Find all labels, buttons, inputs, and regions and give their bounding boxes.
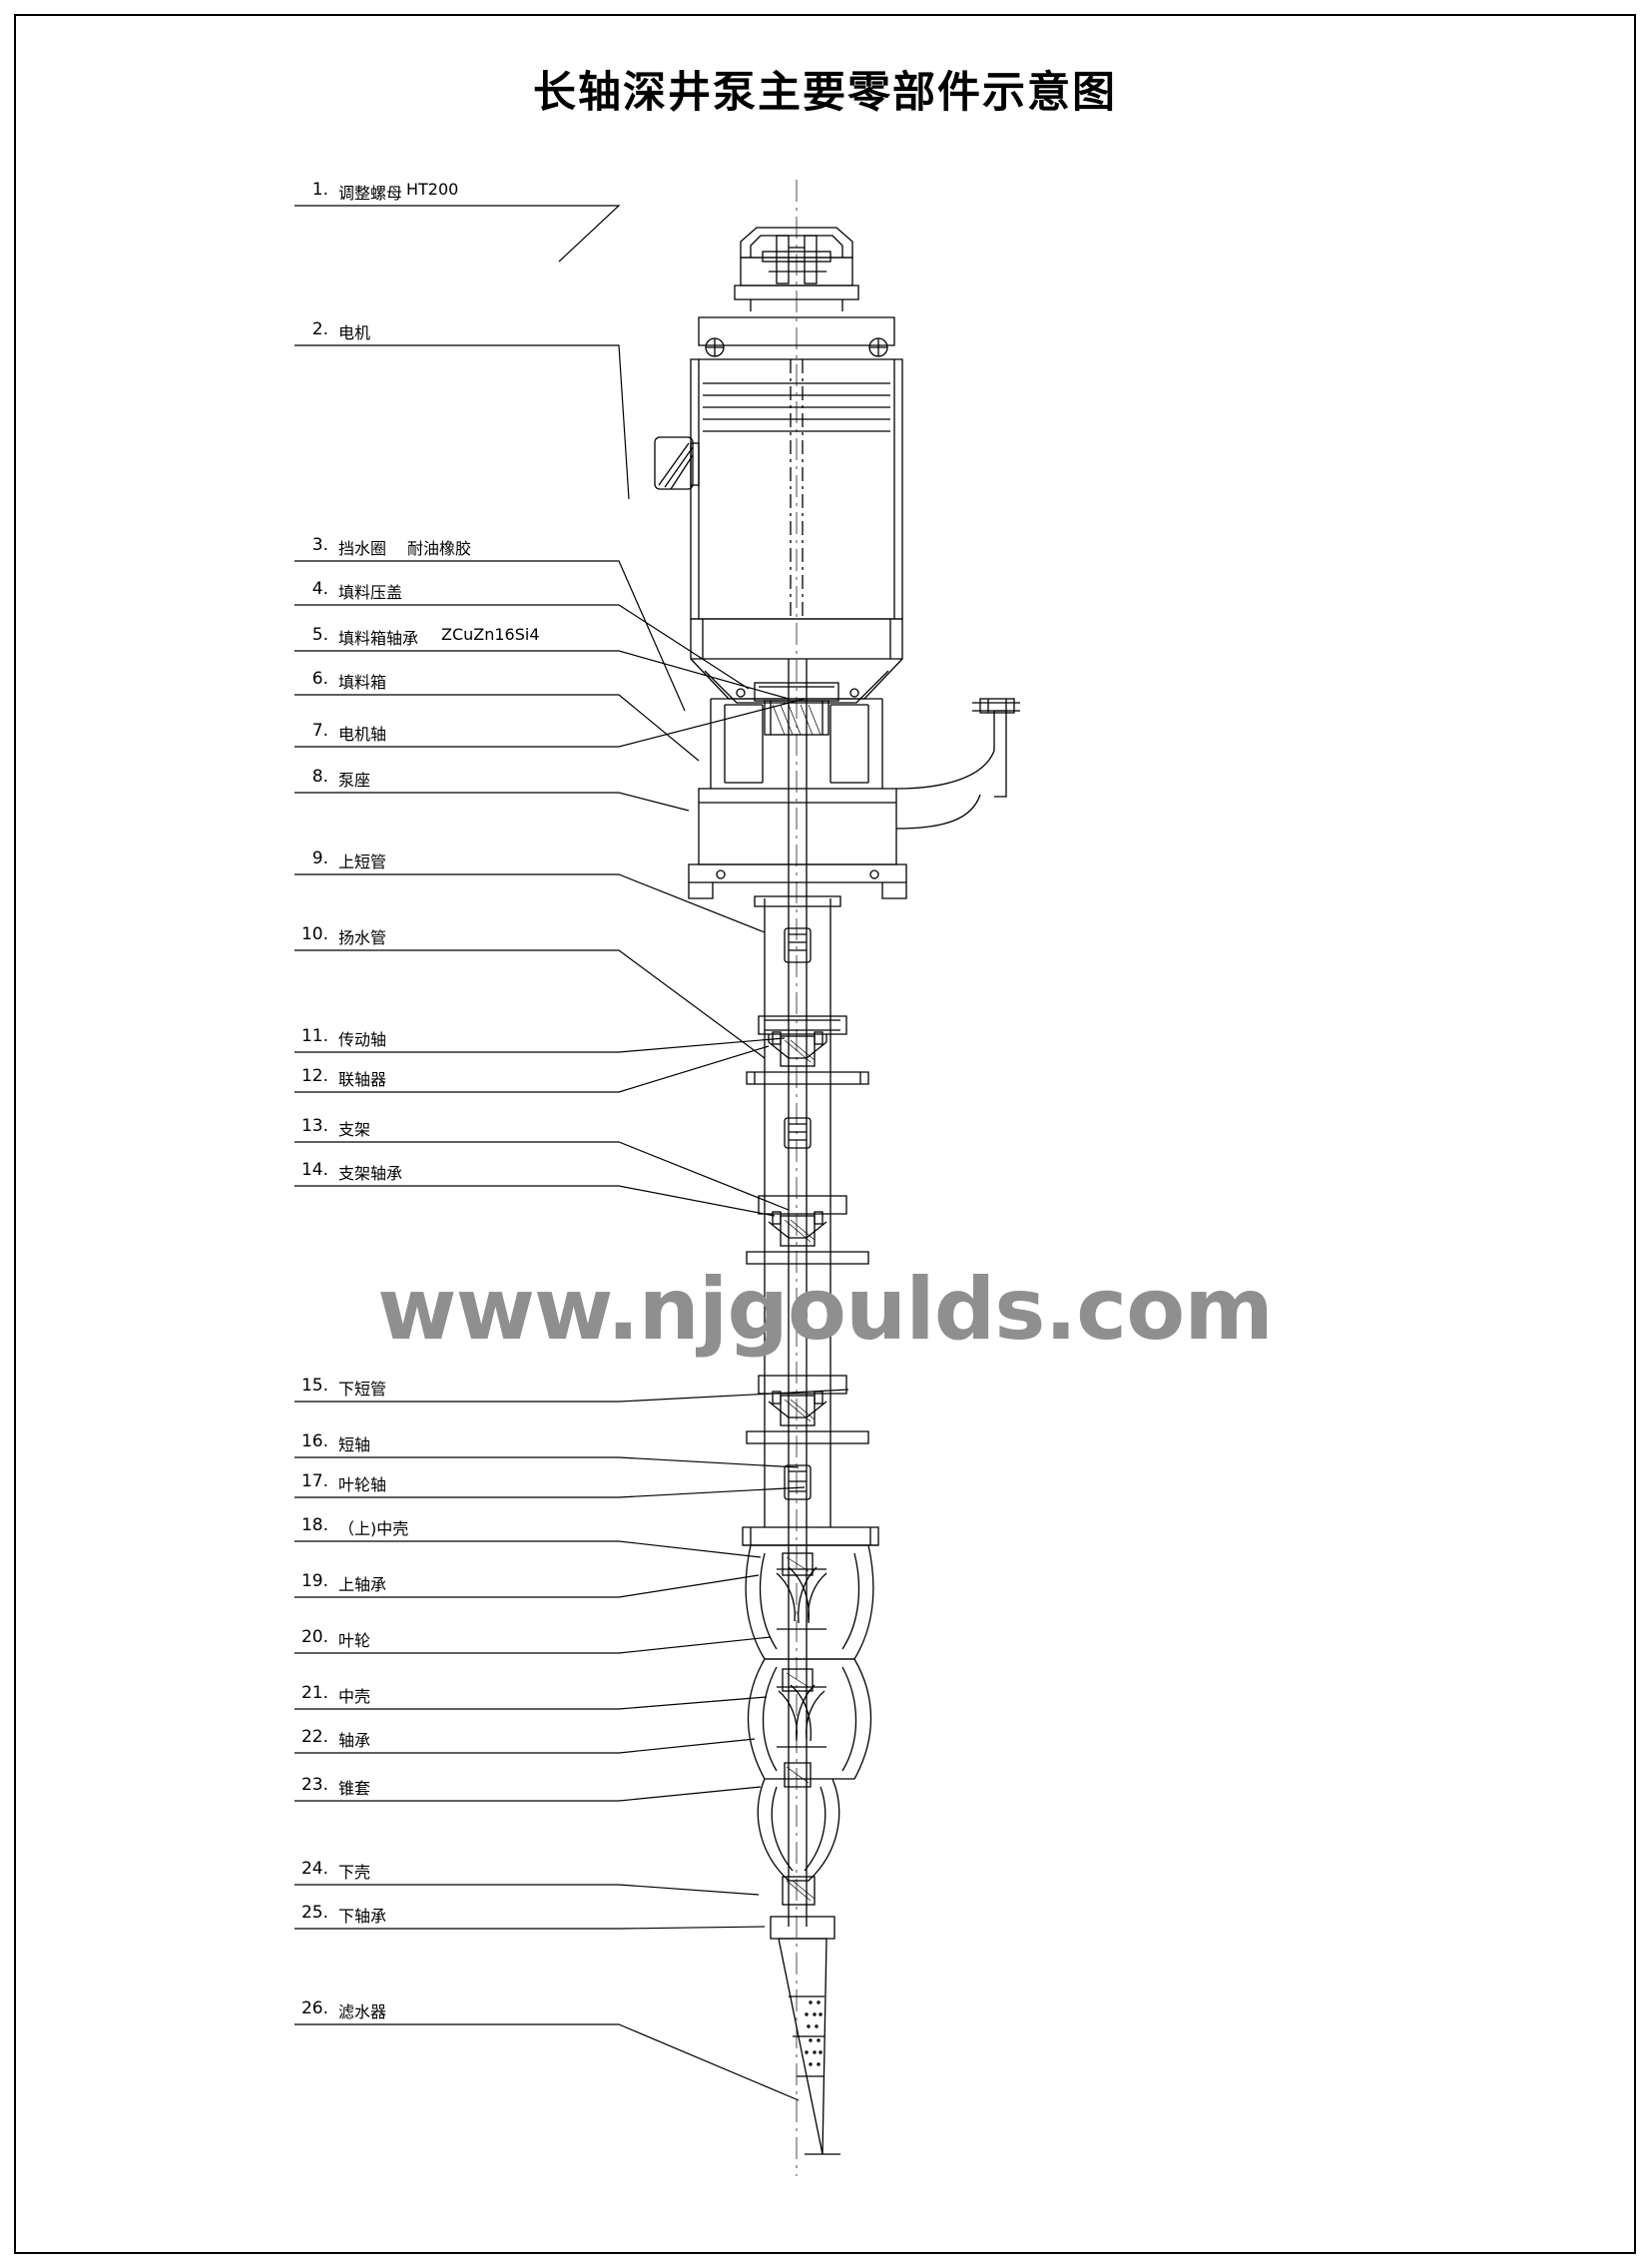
site-watermark: www.njgoulds.com: [377, 1260, 1274, 1360]
callout-number: 16.: [300, 1431, 328, 1451]
callout-part-name: 上轴承: [338, 1575, 387, 1594]
pump-base-group: [688, 698, 1020, 899]
callout-number: 17.: [300, 1471, 328, 1491]
callout-number: 2.: [311, 319, 328, 339]
callout-part-name: 锥套: [338, 1779, 371, 1798]
callout-number: 20.: [300, 1627, 328, 1647]
callout-part-name: 填料箱轴承: [338, 629, 419, 648]
callout-number: 11.: [300, 1026, 328, 1046]
callout-material: HT200: [406, 180, 459, 199]
callout-part-name: 下轴承: [338, 1907, 387, 1926]
callout-part-name: 支架轴承: [338, 1164, 403, 1183]
callout-number: 23.: [300, 1775, 328, 1795]
callout-number: 25.: [300, 1903, 328, 1923]
callout-number: 15.: [300, 1376, 328, 1396]
callout-number: 26.: [300, 1998, 328, 2018]
shaft-coupling-2: [746, 1195, 869, 1265]
callout-part-name: 填料压盖: [338, 583, 403, 602]
strainer-group: [770, 1916, 840, 2155]
upper-short-pipe: [754, 895, 841, 1004]
page-title: 长轴深井泵主要零部件示意图: [533, 68, 1117, 118]
callout-number: 21.: [300, 1683, 328, 1703]
callout-part-name: 挡水圈: [338, 539, 387, 558]
callout-part-name: 泵座: [338, 771, 371, 790]
callout-part-name: 短轴: [338, 1435, 371, 1454]
callout-number: 22.: [300, 1727, 328, 1747]
callout-number: 1.: [311, 180, 328, 200]
callout-number: 5.: [311, 625, 328, 645]
callout-material: ZCuZn16Si4: [441, 625, 540, 644]
callout-number: 8.: [311, 767, 328, 787]
callout-number: 18.: [300, 1515, 328, 1535]
shaft-coupling-1: [758, 1015, 847, 1067]
callout-part-name: 扬水管: [338, 928, 387, 947]
callout-part-name: （上)中壳: [338, 1519, 409, 1538]
callout-number: 10.: [300, 924, 328, 944]
callout-number: 24.: [300, 1859, 328, 1879]
callout-number: 4.: [311, 579, 328, 599]
callout-part-name: 上短管: [338, 852, 387, 871]
callout-part-name: 联轴器: [338, 1070, 387, 1089]
callout-number: 14.: [300, 1160, 328, 1180]
callout-part-name: 中壳: [338, 1687, 371, 1706]
bowl-assembly-group: [742, 1526, 879, 1927]
callout-part-name: 电机轴: [338, 725, 387, 744]
callout-part-name: 支架: [338, 1120, 371, 1139]
drawing-border: [14, 14, 1636, 2254]
callout-number: 19.: [300, 1571, 328, 1591]
callout-part-name: 轴承: [338, 1731, 371, 1750]
callout-number: 12.: [300, 1066, 328, 1086]
callout-part-name: 叶轮轴: [338, 1475, 387, 1494]
callout-number: 6.: [311, 669, 328, 689]
callout-number: 7.: [311, 721, 328, 741]
callout-part-name: 下短管: [338, 1380, 387, 1399]
callout-part-name: 叶轮: [338, 1631, 371, 1650]
callout-part-name: 滤水器: [338, 2002, 387, 2021]
column-pipe-group: [746, 878, 869, 1557]
callout-part-name: 下壳: [338, 1863, 371, 1882]
callout-part-name: 传动轴: [338, 1030, 387, 1049]
terminal-box: [654, 436, 700, 490]
callout-number: 9.: [311, 849, 328, 868]
adjusting-nut-group: [734, 227, 859, 311]
callout-part-name: 调整螺母: [338, 184, 403, 203]
callout-part-name: 电机: [338, 323, 371, 342]
callout-number: 3.: [311, 535, 328, 555]
callout-number: 13.: [300, 1116, 328, 1136]
motor-body-group: [654, 180, 903, 2176]
callout-part-name: 填料箱: [338, 673, 387, 692]
callout-material: 耐油橡胶: [407, 539, 472, 558]
